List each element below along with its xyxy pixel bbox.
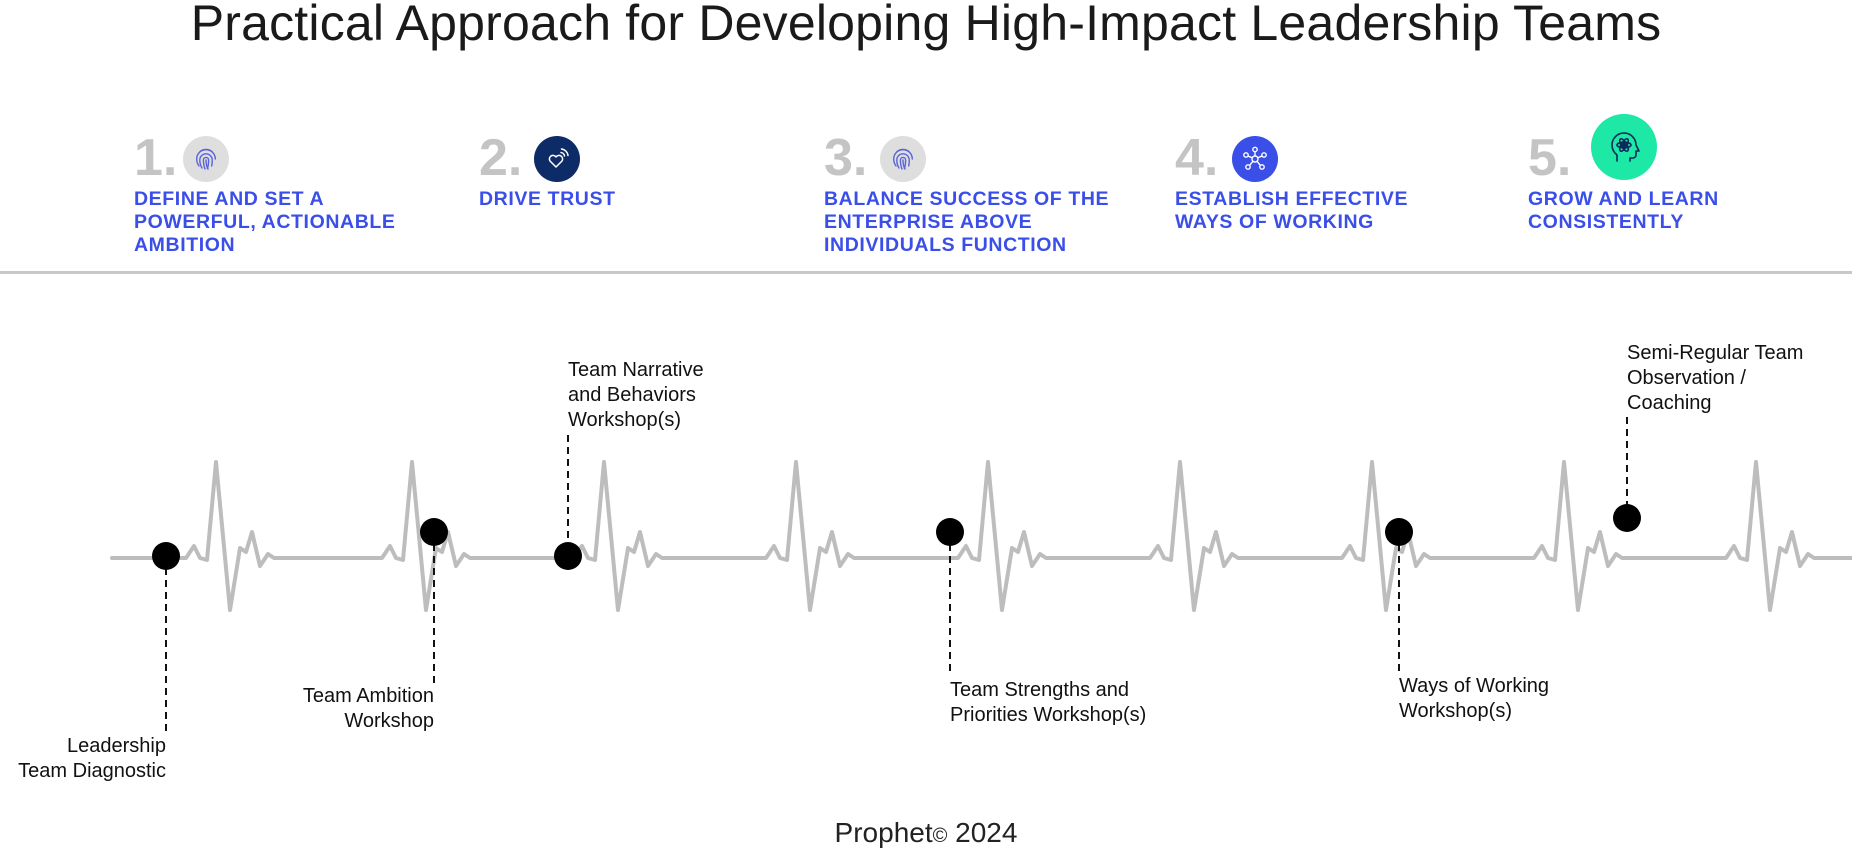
head-atom-icon: [1591, 114, 1657, 180]
footer-credit: Prophet© 2024: [0, 817, 1852, 849]
step-5-number: 5.: [1528, 129, 1572, 187]
footer-brand: Prophet: [834, 817, 933, 848]
footer-year: 2024: [955, 817, 1018, 848]
copyright-symbol: ©: [932, 825, 948, 847]
milestone-5-marker: [1385, 518, 1413, 546]
milestone-5-label: Ways of Working Workshop(s): [1399, 675, 1550, 722]
milestone-6-marker: [1613, 504, 1641, 532]
page-title: Practical Approach for Developing High-I…: [190, 0, 1662, 51]
milestone-6-label: Semi-Regular Team Observation / Coaching: [1627, 342, 1804, 414]
milestone-2-marker: [420, 518, 448, 546]
step-4-label: Establish effective ways of working: [1175, 188, 1409, 233]
milestone-1-label: Leadership Team Diagnostic: [18, 735, 166, 782]
milestone-2-label: Team Ambition Workshop: [302, 685, 434, 732]
milestone-4-marker: [936, 518, 964, 546]
milestone-3-marker: [554, 542, 582, 570]
fingerprint-icon: [880, 136, 926, 182]
milestone-4-label: Team Strengths and Priorities Workshop(s…: [950, 679, 1147, 726]
step-4-number: 4.: [1175, 129, 1219, 187]
step-2-number: 2.: [479, 129, 523, 187]
milestone-1-marker: [152, 542, 180, 570]
step-3-label: Balance success of the enterprise above …: [824, 188, 1110, 256]
milestone-3-label: Team Narrative and Behaviors Workshop(s): [568, 359, 704, 431]
heartbeat-line: [110, 460, 1852, 612]
step-1-label: Define and set a powerful, actionable am…: [134, 188, 396, 256]
step-2-label: Drive trust: [479, 188, 616, 210]
step-1-number: 1.: [134, 129, 178, 187]
heart-signal-icon: [534, 136, 580, 182]
step-5-label: Grow and learn consistently: [1528, 188, 1719, 233]
fingerprint-icon: [183, 136, 229, 182]
divider-line: [0, 271, 1852, 274]
step-3-number: 3.: [824, 129, 868, 187]
network-icon: [1232, 136, 1278, 182]
